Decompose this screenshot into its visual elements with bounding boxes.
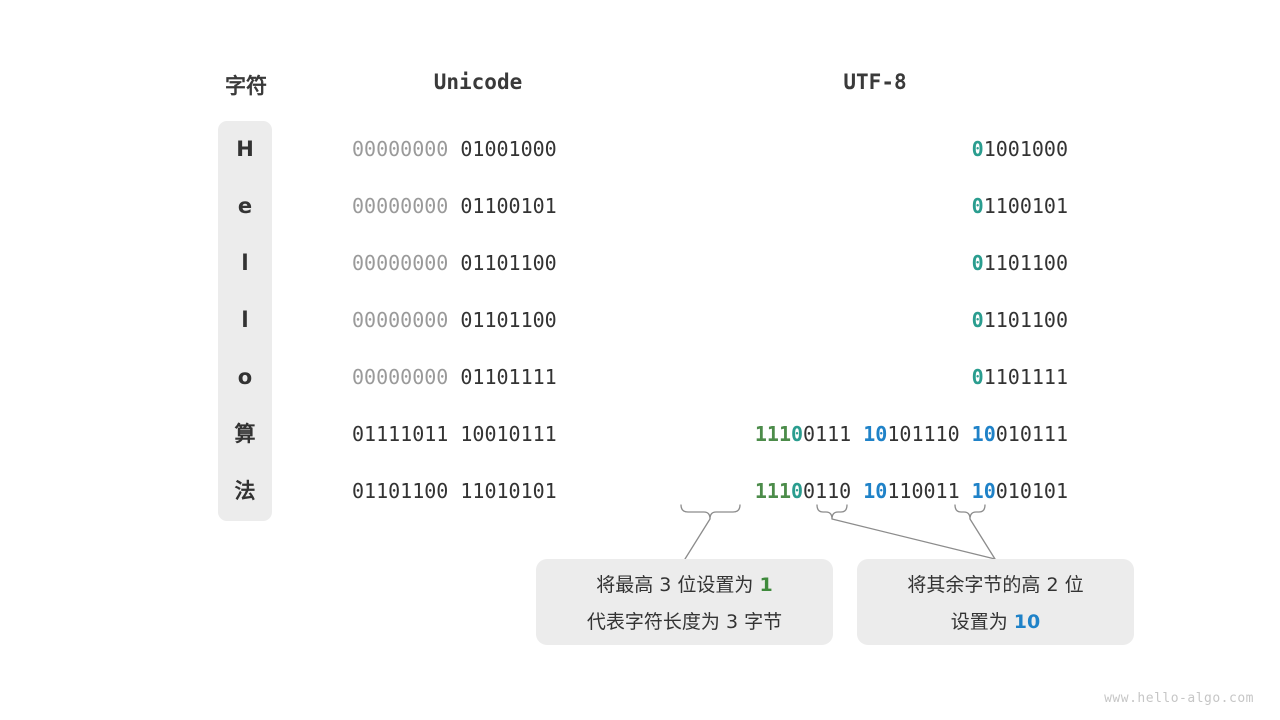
utf8-lead-bit: 0 bbox=[971, 251, 984, 275]
utf8-byte: 10010111 bbox=[960, 422, 1068, 446]
unicode-high-byte: 00000000 bbox=[352, 308, 449, 332]
callout-2-highlight: 10 bbox=[1013, 611, 1041, 633]
unicode-bits: 00000000 01001000 bbox=[352, 121, 557, 178]
utf8-byte: 10101110 bbox=[851, 422, 959, 446]
unicode-bits: 00000000 01101100 bbox=[352, 235, 557, 292]
callout-1-line-1: 将最高 3 位设置为 1 bbox=[536, 570, 833, 597]
unicode-low-byte: 01001000 bbox=[448, 137, 557, 161]
unicode-bits: 01111011 10010111 bbox=[352, 406, 557, 463]
utf8-byte: 01001000 bbox=[972, 137, 1068, 161]
unicode-bits: 00000000 01101111 bbox=[352, 349, 557, 406]
utf8-prefix-bits: 10 bbox=[863, 422, 888, 446]
utf8-payload-bits: 010111 bbox=[995, 422, 1068, 446]
callout-1-highlight: 1 bbox=[759, 574, 773, 596]
character-cell: H bbox=[236, 137, 254, 161]
character-cell: e bbox=[237, 194, 253, 218]
unicode-low-byte: 10010111 bbox=[448, 422, 557, 446]
utf8-bits: 01101100 bbox=[660, 292, 1068, 349]
unicode-bits: 00000000 01100101 bbox=[352, 178, 557, 235]
utf8-byte: 01101100 bbox=[972, 308, 1068, 332]
watermark: www.hello-algo.com bbox=[1104, 691, 1254, 706]
utf8-bits: 01001000 bbox=[660, 121, 1068, 178]
utf8-payload-bits: 1101100 bbox=[983, 251, 1068, 275]
unicode-low-byte: 01101111 bbox=[448, 365, 557, 389]
utf8-bits: 01101111 bbox=[660, 349, 1068, 406]
callout-2-line-1: 将其余字节的高 2 位 bbox=[907, 574, 1084, 596]
unicode-bits: 00000000 01101100 bbox=[352, 292, 557, 349]
utf8-payload-bits: 101110 bbox=[887, 422, 960, 446]
utf8-byte: 01101111 bbox=[972, 365, 1068, 389]
unicode-high-byte: 00000000 bbox=[352, 194, 449, 218]
utf8-lead-bit: 0 bbox=[971, 137, 984, 161]
utf8-lead-bit: 0 bbox=[791, 479, 804, 503]
character-cell: 算 bbox=[234, 422, 256, 446]
utf8-bits: 11100110 10110011 10010101 bbox=[660, 463, 1068, 520]
callout-1-line-2: 代表字符长度为 3 字节 bbox=[586, 611, 783, 633]
utf8-lead-bit: 0 bbox=[971, 308, 984, 332]
utf8-byte: 01101100 bbox=[972, 251, 1068, 275]
utf8-payload-bits: 010101 bbox=[995, 479, 1068, 503]
utf8-prefix-bits: 111 bbox=[754, 422, 791, 446]
utf8-lead-bit: 0 bbox=[791, 422, 804, 446]
utf8-payload-bits: 110011 bbox=[887, 479, 960, 503]
unicode-high-byte: 00000000 bbox=[352, 137, 449, 161]
utf8-bits: 01101100 bbox=[660, 235, 1068, 292]
callout-continuation-bits: 将其余字节的高 2 位 设置为 10 bbox=[857, 559, 1134, 645]
utf8-byte: 10110011 bbox=[851, 479, 959, 503]
utf8-prefix-bits: 10 bbox=[971, 479, 996, 503]
utf8-payload-bits: 0111 bbox=[803, 422, 852, 446]
column-header-utf8: UTF-8 bbox=[843, 70, 907, 94]
utf8-lead-bit: 0 bbox=[971, 194, 984, 218]
utf8-bits: 01100101 bbox=[660, 178, 1068, 235]
column-header-character: 字符 bbox=[225, 74, 267, 98]
callout-2-line-2: 设置为 10 bbox=[857, 607, 1134, 634]
callout-2-line-2-text: 设置为 bbox=[950, 611, 1014, 633]
utf8-byte: 11100111 bbox=[755, 422, 851, 446]
callout-leading-bits: 将最高 3 位设置为 1 代表字符长度为 3 字节 bbox=[536, 559, 833, 645]
utf8-payload-bits: 1100101 bbox=[983, 194, 1068, 218]
utf8-payload-bits: 0110 bbox=[803, 479, 852, 503]
utf8-prefix-bits: 10 bbox=[971, 422, 996, 446]
column-header-unicode: Unicode bbox=[433, 70, 523, 94]
utf8-payload-bits: 1101111 bbox=[983, 365, 1068, 389]
utf8-lead-bit: 0 bbox=[971, 365, 984, 389]
callout-1-line-1-text: 将最高 3 位设置为 bbox=[596, 574, 760, 596]
unicode-high-byte: 00000000 bbox=[352, 251, 449, 275]
utf8-prefix-bits: 10 bbox=[863, 479, 888, 503]
unicode-low-byte: 01101100 bbox=[448, 308, 557, 332]
character-column-panel bbox=[218, 121, 272, 521]
utf8-byte: 10010101 bbox=[960, 479, 1068, 503]
unicode-high-byte: 00000000 bbox=[352, 365, 449, 389]
unicode-low-byte: 11010101 bbox=[448, 479, 557, 503]
utf8-byte: 01100101 bbox=[972, 194, 1068, 218]
unicode-high-byte: 01101100 bbox=[352, 479, 449, 503]
utf8-byte: 11100110 bbox=[755, 479, 851, 503]
character-cell: l bbox=[241, 308, 249, 332]
unicode-low-byte: 01101100 bbox=[448, 251, 557, 275]
utf8-bits: 11100111 10101110 10010111 bbox=[660, 406, 1068, 463]
character-cell: l bbox=[241, 251, 249, 275]
utf8-payload-bits: 1001000 bbox=[983, 137, 1068, 161]
character-cell: 法 bbox=[234, 479, 256, 503]
character-cell: o bbox=[237, 365, 253, 389]
unicode-high-byte: 01111011 bbox=[352, 422, 449, 446]
utf8-prefix-bits: 111 bbox=[754, 479, 791, 503]
unicode-low-byte: 01100101 bbox=[448, 194, 557, 218]
unicode-bits: 01101100 11010101 bbox=[352, 463, 557, 520]
utf8-payload-bits: 1101100 bbox=[983, 308, 1068, 332]
